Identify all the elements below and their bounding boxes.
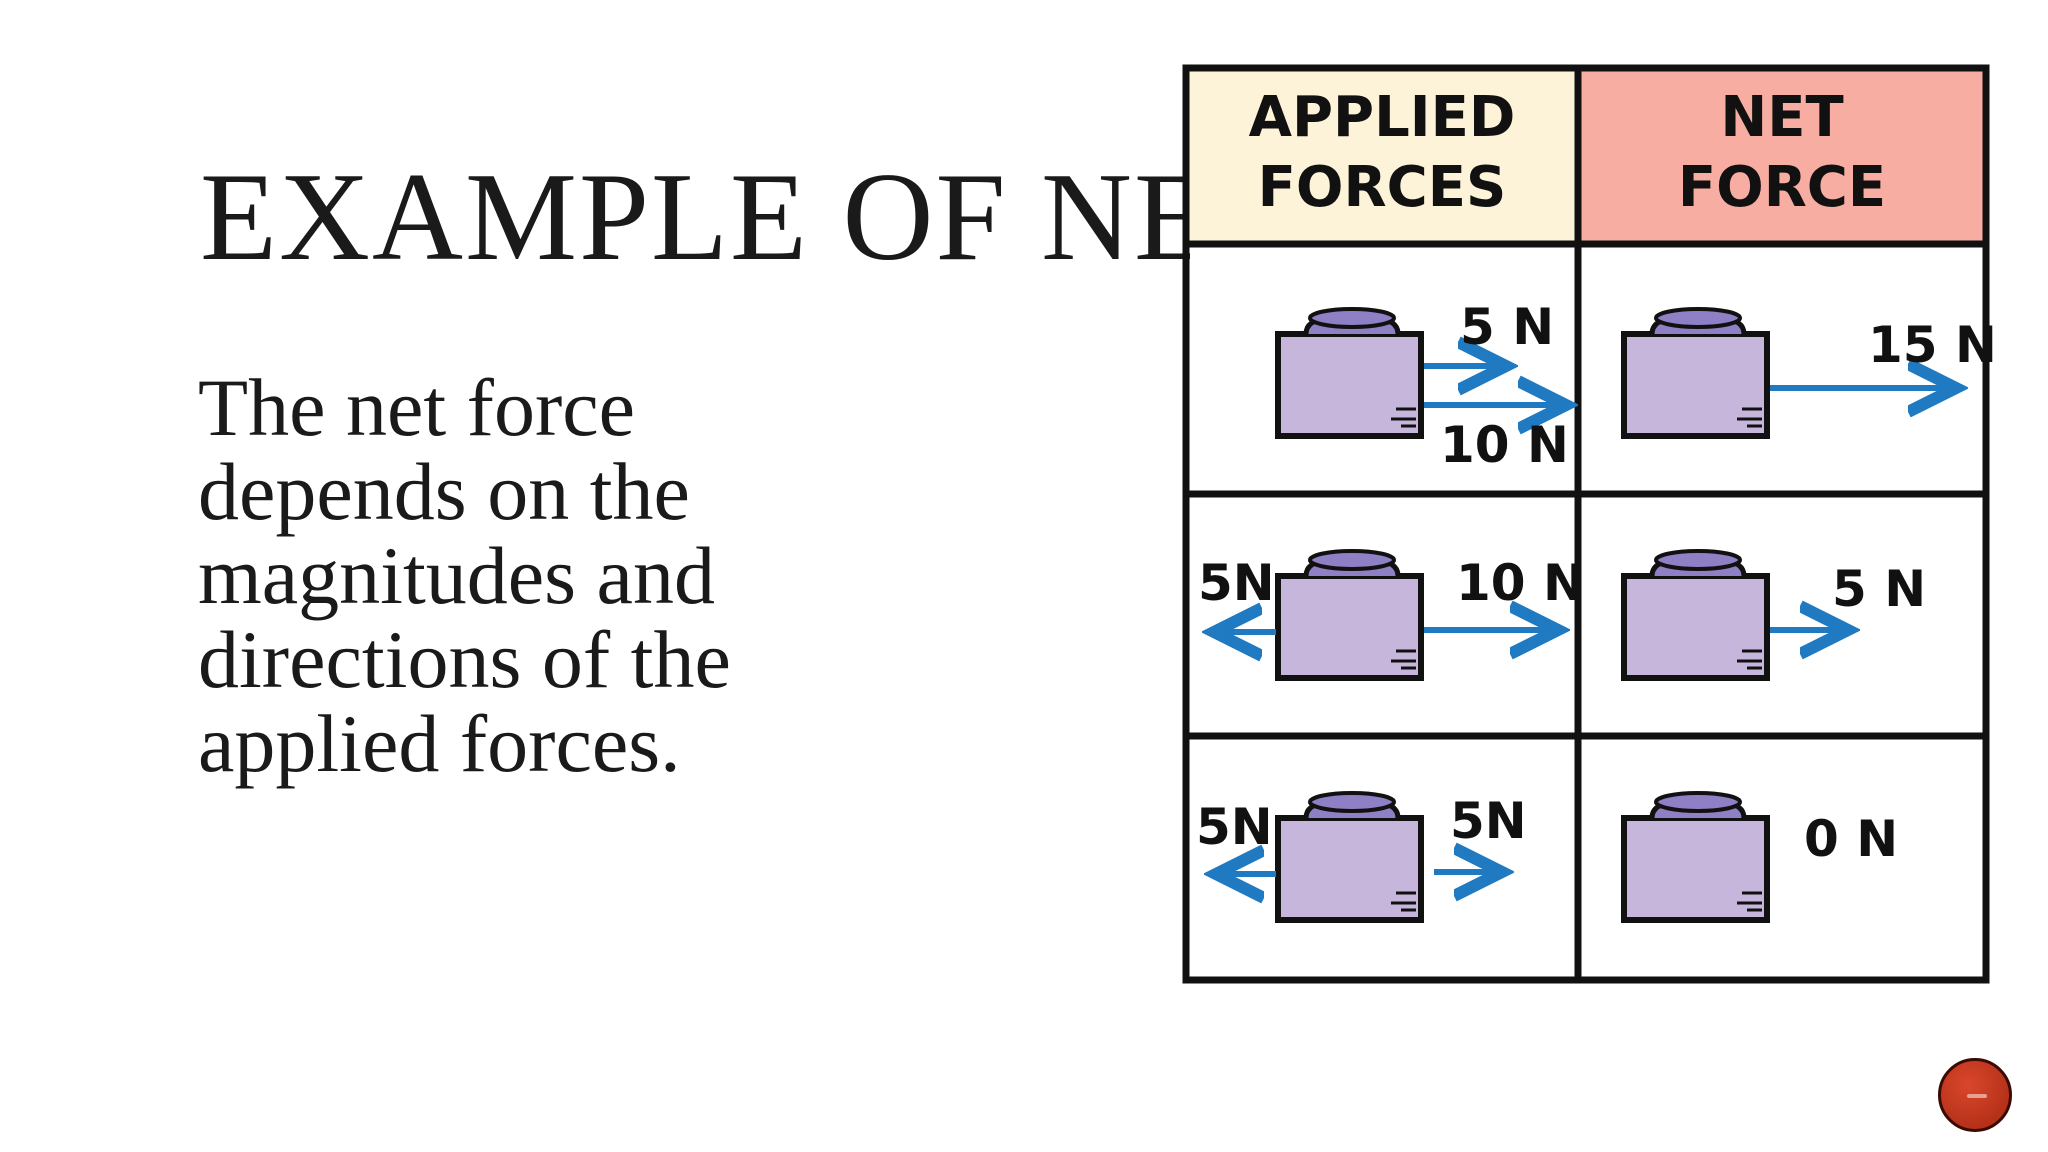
row3-applied-a: 5N bbox=[1196, 798, 1273, 856]
slide-body: The net force depends on the magnitudes … bbox=[198, 366, 878, 786]
row3-net: 0 N bbox=[1804, 810, 1898, 868]
block-icon bbox=[1624, 793, 1767, 920]
block-icon bbox=[1278, 551, 1421, 678]
block-icon bbox=[1624, 551, 1767, 678]
next-slide-button[interactable] bbox=[1938, 1058, 2012, 1132]
row1-applied-a: 5 N bbox=[1460, 298, 1554, 356]
slide-title: EXAMPLE OF NE bbox=[200, 148, 1190, 287]
net-header-bg bbox=[1578, 70, 1986, 242]
body-line-2: depends on the bbox=[198, 446, 690, 537]
row2-net: 5 N bbox=[1832, 560, 1926, 618]
next-slide-icon bbox=[1967, 1094, 1987, 1098]
applied-header-line2: FORCES bbox=[1258, 155, 1507, 220]
body-line-5: applied forces. bbox=[198, 698, 681, 789]
row2-applied-b: 10 N bbox=[1456, 554, 1585, 612]
block-icon bbox=[1278, 793, 1421, 920]
net-header-line1: NET bbox=[1720, 85, 1843, 150]
row2-applied-a: 5N bbox=[1198, 554, 1275, 612]
table-grid bbox=[1182, 64, 1990, 984]
body-line-1: The net force bbox=[198, 362, 636, 453]
block-icon bbox=[1278, 309, 1421, 436]
applied-header-bg bbox=[1186, 70, 1578, 242]
body-line-4: directions of the bbox=[198, 614, 731, 705]
net-header-line2: FORCE bbox=[1678, 155, 1886, 220]
applied-header-line1: APPLIED bbox=[1249, 85, 1516, 150]
row3-applied-b: 5N bbox=[1450, 792, 1527, 850]
body-line-3: magnitudes and bbox=[198, 530, 715, 621]
row1-net: 15 N bbox=[1868, 316, 1997, 374]
block-icon bbox=[1624, 309, 1767, 436]
row1-applied-b: 10 N bbox=[1440, 416, 1569, 474]
